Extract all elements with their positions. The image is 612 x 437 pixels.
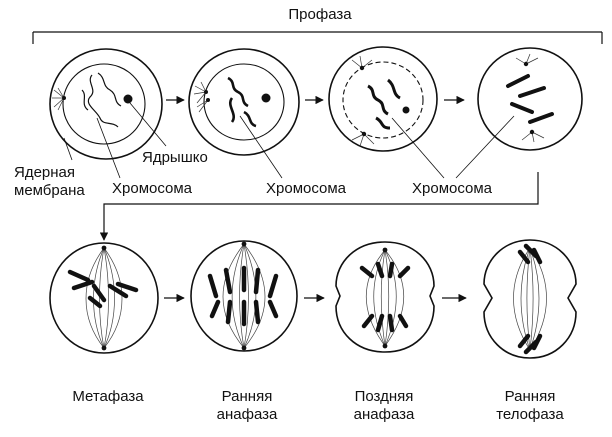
prophase-cell-4 <box>477 47 583 151</box>
stage-late-anaphase-line1: Поздняя <box>355 388 414 405</box>
label-chromosome-1: Хромосома <box>112 180 193 197</box>
label-nuclear-membrane-line2: мембрана <box>14 182 85 199</box>
prophase-cell-1 <box>49 48 163 160</box>
late-anaphase-cell <box>335 241 435 353</box>
prophase-title: Профаза <box>288 6 352 23</box>
label-chromosome-3: Хромосома <box>412 180 493 197</box>
label-nuclear-membrane-line1: Ядерная <box>14 164 75 181</box>
stage-early-telophase-line1: Ранняя <box>505 388 556 405</box>
early-anaphase-cell <box>190 240 298 352</box>
stage-early-anaphase-line1: Ранняя <box>222 388 273 405</box>
label-pointers <box>63 102 515 179</box>
row-connector-arrow <box>99 172 539 241</box>
early-telophase-cell <box>483 239 577 359</box>
aster <box>52 87 65 111</box>
stage-late-anaphase-line2: анафаза <box>354 406 415 423</box>
stage-metaphase: Метафаза <box>72 388 144 405</box>
stage-early-telophase-line2: телофаза <box>496 406 564 423</box>
label-chromosome-2: Хромосома <box>266 180 347 197</box>
label-nucleolus: Ядрышко <box>142 149 208 166</box>
prophase-cell-2 <box>188 48 300 156</box>
prophase-bracket <box>32 31 603 44</box>
metaphase-cell <box>49 242 159 354</box>
aster <box>193 81 209 113</box>
prophase-cell-3 <box>328 46 438 152</box>
aster <box>515 53 545 143</box>
stage-early-anaphase-line2: анафаза <box>217 406 278 423</box>
